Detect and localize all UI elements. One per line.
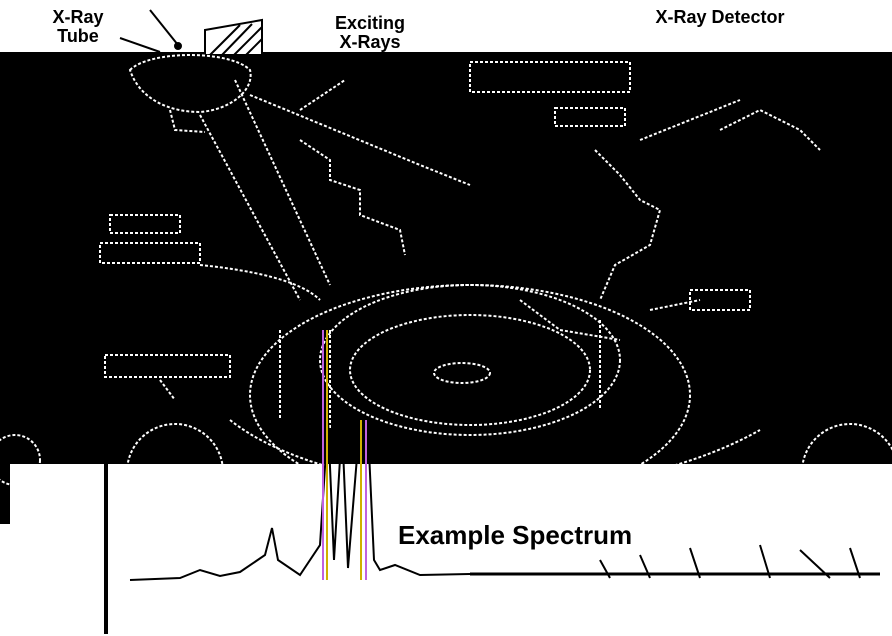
- tube-hatch: [119, 9, 263, 56]
- exciting-xrays-line2: X-Rays: [339, 31, 401, 52]
- xray-tube-line1: X-Ray: [52, 7, 104, 27]
- exciting-xrays-label: Exciting X-Rays: [315, 14, 425, 52]
- exciting-xrays-line1: Exciting: [334, 13, 405, 33]
- xray-tube-label: X-Ray Tube: [38, 8, 118, 46]
- xray-detector-label: X-Ray Detector: [655, 7, 785, 27]
- outline-strokes: [0, 54, 892, 521]
- xray-tube-line2: Tube: [57, 25, 99, 46]
- dark-background: [0, 52, 892, 464]
- example-spectrum-label: Example Spectrum: [398, 520, 633, 550]
